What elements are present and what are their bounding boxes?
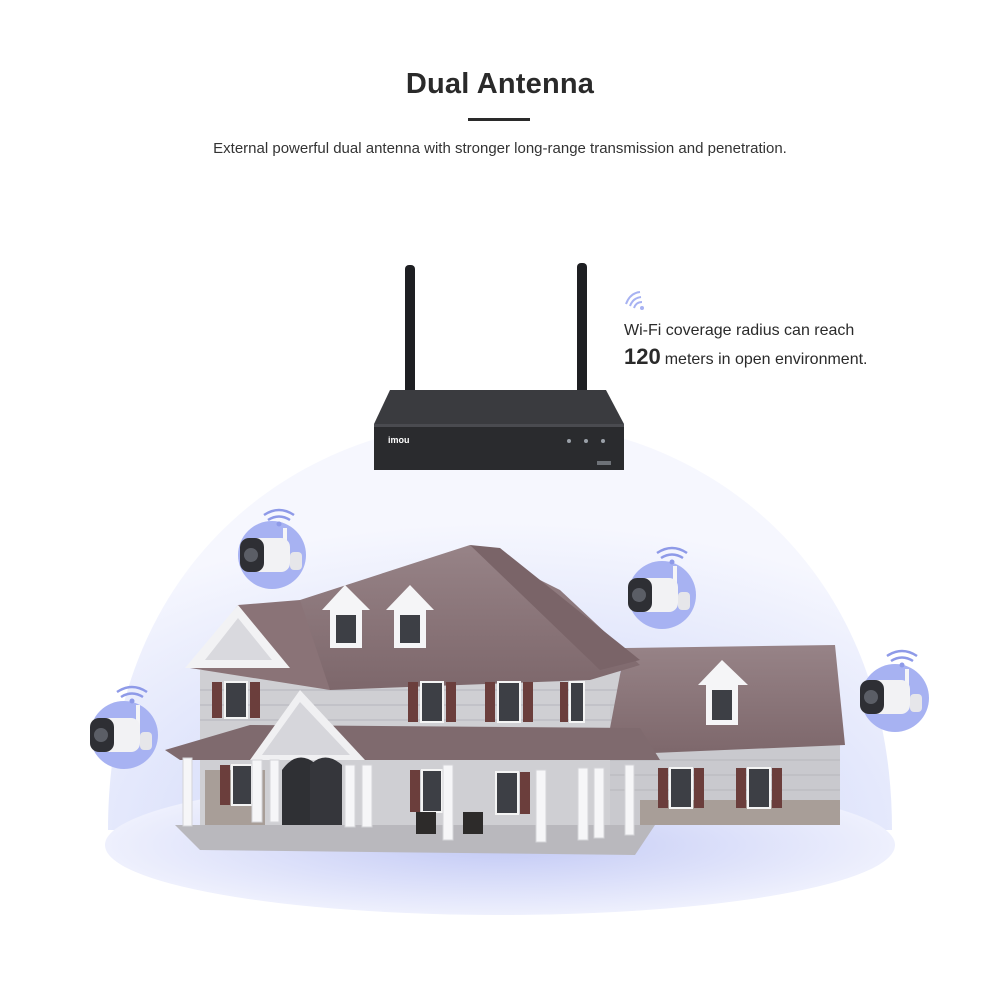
wifi-icon <box>625 291 644 310</box>
porch-columns <box>182 757 635 843</box>
title-underline <box>468 118 530 121</box>
camera-center-right <box>628 546 696 629</box>
dormers <box>322 585 748 725</box>
camera-left-bottom <box>90 685 158 769</box>
nvr-recorder <box>374 263 624 470</box>
page-title: Dual Antenna <box>405 68 595 100</box>
house <box>165 545 845 855</box>
lower-windows <box>220 764 782 815</box>
camera-left-top <box>238 508 306 589</box>
nvr-brand-label: imou <box>388 435 410 445</box>
coverage-text-suffix: meters in open environment. <box>664 351 868 368</box>
upper-windows <box>212 681 585 723</box>
coverage-text-line1: Wi-Fi coverage radius can reach <box>624 322 855 339</box>
page-subtitle: External powerful dual antenna with stro… <box>213 140 787 157</box>
camera-right <box>860 649 929 732</box>
coverage-radius-value: 120 <box>624 344 661 369</box>
